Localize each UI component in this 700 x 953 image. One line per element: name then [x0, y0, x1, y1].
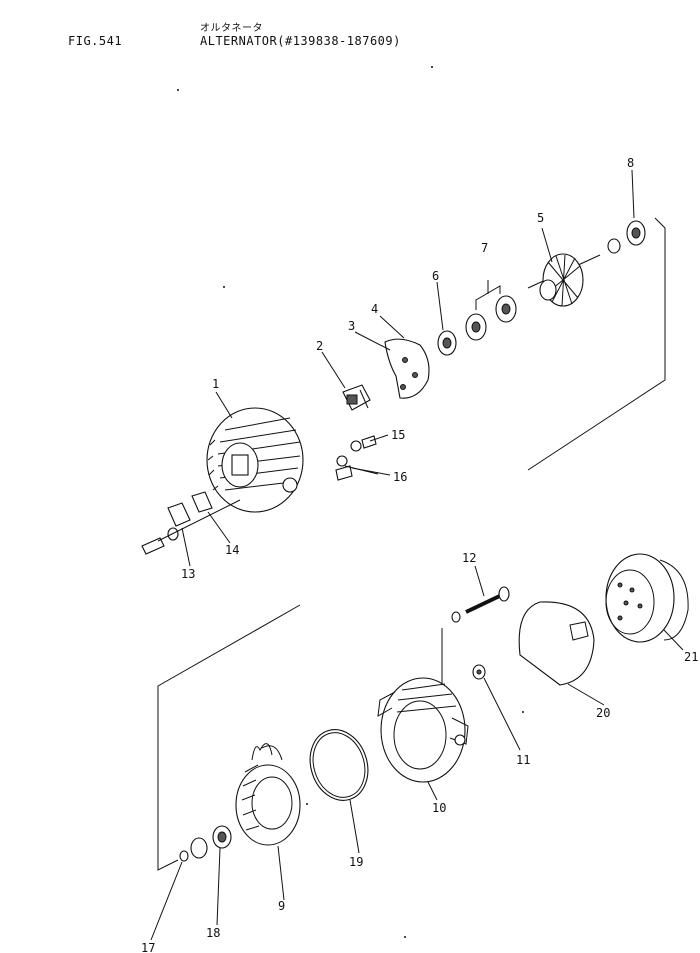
- part-7-slip-rings: [465, 280, 517, 341]
- part-5-rotor: [527, 253, 601, 307]
- callout-6: 6: [432, 269, 439, 283]
- figure-number: FIG.541: [68, 34, 123, 48]
- callout-12: 12: [462, 551, 476, 565]
- part-18-bearing: [190, 825, 232, 859]
- part-2-brush-holder: [342, 384, 371, 411]
- callout-17: 17: [141, 941, 155, 953]
- callout-13: 13: [181, 567, 195, 581]
- part-10-front-housing: [377, 677, 469, 783]
- callout-20: 20: [596, 706, 610, 720]
- callout-9: 9: [278, 899, 285, 913]
- part-9-stator: [235, 743, 301, 846]
- part-3-4-brush-cover: [384, 338, 430, 399]
- callout-14: 14: [225, 543, 239, 557]
- callout-2: 2: [316, 339, 323, 353]
- callout-21: 21: [684, 650, 698, 664]
- part-11-washer: [472, 664, 486, 680]
- title-english: ALTERNATOR(#139838-187609): [200, 34, 401, 48]
- part-15-16-screws: [335, 435, 379, 481]
- part-8-bearing: [607, 220, 646, 254]
- leader-lines: [150, 169, 684, 941]
- callout-5: 5: [537, 211, 544, 225]
- callout-16: 16: [393, 470, 407, 484]
- callout-8: 8: [627, 156, 634, 170]
- scan-speck-marks: [177, 66, 524, 938]
- callout-11: 11: [516, 753, 530, 767]
- callout-numbers: 1 2 3 4 5 6 7 8 9 10 11 12 13 14 15 16 1…: [141, 156, 698, 953]
- callout-19: 19: [349, 855, 363, 869]
- title-japanese: オルタネータ: [200, 23, 263, 34]
- part-19-o-ring: [309, 729, 369, 801]
- part-13-14-terminal-plates: [141, 491, 241, 555]
- callout-7: 7: [481, 241, 488, 255]
- callout-10: 10: [432, 801, 446, 815]
- callout-15: 15: [391, 428, 405, 442]
- part-20-cover: [518, 601, 595, 686]
- callout-3: 3: [348, 319, 355, 333]
- part-12-through-bolt: [451, 586, 510, 623]
- callout-4: 4: [371, 302, 378, 316]
- part-21-end-plate: [605, 553, 689, 643]
- part-6-bearing: [437, 330, 457, 356]
- part-1-rear-housing: [206, 407, 304, 513]
- callout-1: 1: [212, 377, 219, 391]
- callout-18: 18: [206, 926, 220, 940]
- part-17-retaining-ring: [179, 850, 189, 862]
